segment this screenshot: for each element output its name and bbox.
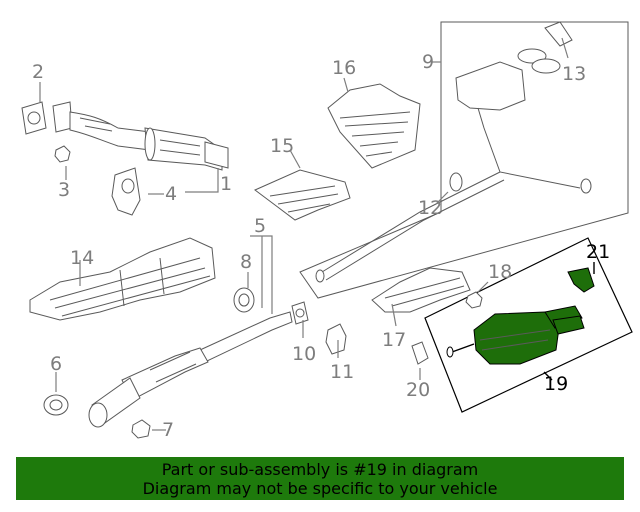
- callout-1: 1: [220, 173, 232, 195]
- banner-line-1: Part or sub-assembly is #19 in diagram: [161, 460, 479, 479]
- muffler-nut: [465, 291, 483, 309]
- callout-21: 21: [586, 241, 610, 263]
- muffler-hanger-bracket: [567, 267, 595, 293]
- callout-4: 4: [165, 183, 177, 205]
- callout-5: 5: [254, 215, 266, 237]
- muffler-highlighted: [446, 305, 585, 365]
- pipe-hanger: [449, 172, 463, 192]
- callout-20: 20: [406, 379, 430, 401]
- heat-shield-upper: [327, 83, 421, 169]
- flange-nut: [131, 419, 151, 439]
- flange-ring: [43, 394, 69, 416]
- banner-line-2: Diagram may not be specific to your vehi…: [142, 479, 498, 498]
- callout-2: 2: [32, 61, 44, 83]
- callout-6: 6: [50, 353, 62, 375]
- callout-9: 9: [422, 51, 434, 73]
- info-banner: Part or sub-assembly is #19 in diagram D…: [16, 457, 624, 500]
- gasket: [21, 101, 47, 135]
- front-pipe-catalytic-converter: [52, 101, 229, 171]
- muffler-bracket: [411, 341, 429, 365]
- callout-8: 8: [240, 251, 252, 273]
- heat-shield-middle: [254, 169, 351, 221]
- exhaust-diagram: 1 2 3 4 5 6 7 8 9 10 11 12 13 14 15 16 1…: [21, 21, 633, 441]
- rubber-hanger: [233, 287, 255, 313]
- callout-3: 3: [58, 179, 70, 201]
- callout-18: 18: [488, 261, 512, 283]
- tailpipe-bracket: [544, 21, 573, 47]
- callout-11: 11: [330, 361, 354, 383]
- callout-12: 12: [418, 197, 442, 219]
- rear-pipe-muffler-assembly: [315, 48, 592, 283]
- callout-17: 17: [382, 329, 406, 351]
- hanger-rubber: [325, 323, 347, 355]
- callout-10: 10: [292, 343, 316, 365]
- assembly-19-box: [424, 237, 633, 413]
- callout-15: 15: [270, 135, 294, 157]
- callout-7: 7: [162, 419, 174, 441]
- flange-gasket: [291, 301, 309, 325]
- callout-14: 14: [70, 247, 94, 269]
- callout-19: 19: [544, 373, 568, 395]
- callout-13: 13: [562, 63, 586, 85]
- nut: [54, 145, 71, 163]
- heat-shield-lower: [29, 237, 216, 321]
- heat-shield-rear: [371, 267, 471, 313]
- center-pipe-resonator: [88, 311, 293, 428]
- callout-16: 16: [332, 57, 356, 79]
- bracket: [111, 167, 141, 216]
